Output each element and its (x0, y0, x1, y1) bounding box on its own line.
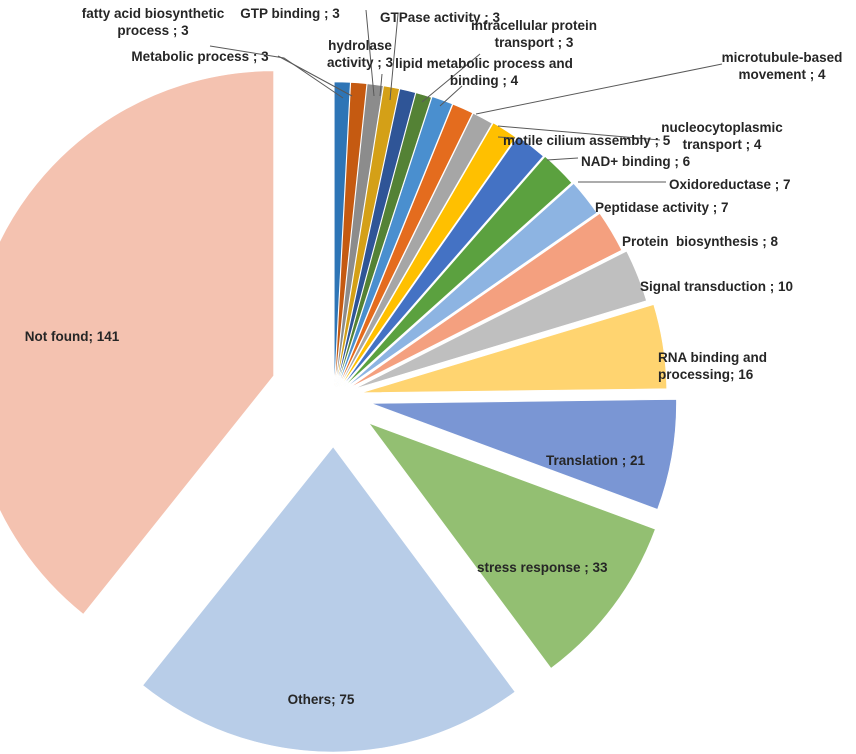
slice-label: Metabolic process ; 3 (131, 49, 269, 64)
slice-label: GTP binding ; 3 (240, 6, 340, 21)
slice-label: Others; 75 (288, 692, 355, 707)
leader-line (379, 73, 383, 97)
pie-slice-motile-cilium-assembly (340, 122, 517, 388)
leader-line (209, 45, 344, 99)
slice-label: Signal transduction ; 10 (640, 279, 793, 294)
pie-slices (0, 70, 677, 753)
leader-line (365, 9, 375, 97)
pie-slice-microtubule-based-movement (338, 103, 473, 388)
pie-slice-metabolic-process (334, 82, 368, 388)
leader-line (497, 136, 516, 139)
leader-line (439, 85, 463, 107)
pie-slice-nad-binding (342, 136, 544, 387)
slice-label: Translation ; 21 (546, 453, 646, 468)
leader-line (389, 13, 399, 101)
pie-slice-lipid-metabolic-process-and-binding (337, 96, 453, 387)
leader-lines (209, 9, 723, 183)
slice-label: stress response ; 33 (477, 560, 608, 575)
pie-slice-protein-biosynthesis (349, 213, 623, 389)
slice-label: GTPase activity ; 3 (380, 10, 501, 25)
pie-slice-rna-binding-and-processing (361, 304, 667, 394)
leader-line (277, 55, 353, 97)
pie-slice-gtpase-activity (336, 88, 416, 388)
pie-slice-gtp-binding (335, 83, 384, 388)
pie-slice-oxidoreductase (344, 156, 573, 387)
pie-slice-peptidase-activity (346, 183, 598, 388)
leader-line (475, 63, 723, 115)
leader-line (546, 157, 579, 161)
pie-slice-nucleocytoplasmic-transport (338, 112, 493, 388)
slice-label: Protein biosynthesis ; 8 (622, 234, 779, 249)
leader-line (497, 125, 661, 141)
pie-slice-signal-transduction (354, 250, 647, 390)
pie-slice-others (142, 446, 516, 753)
pie-slice-fatty-acid-biosynthetic-process (333, 81, 351, 388)
pie-slice-intracellular-protein-transport (336, 92, 432, 388)
pie-slice-not-found (0, 70, 274, 615)
slice-label: Peptidase activity ; 7 (595, 200, 729, 215)
slice-label: Oxidoreductase ; 7 (669, 177, 791, 192)
slice-label: Not found; 141 (25, 329, 120, 344)
leader-line (421, 53, 481, 103)
slice-label: NAD+ binding ; 6 (581, 154, 691, 169)
pie-slice-stress-response (368, 422, 656, 669)
slice-label: motile cilium assembly ; 5 (503, 133, 671, 148)
pie-slice-translation (371, 399, 677, 510)
